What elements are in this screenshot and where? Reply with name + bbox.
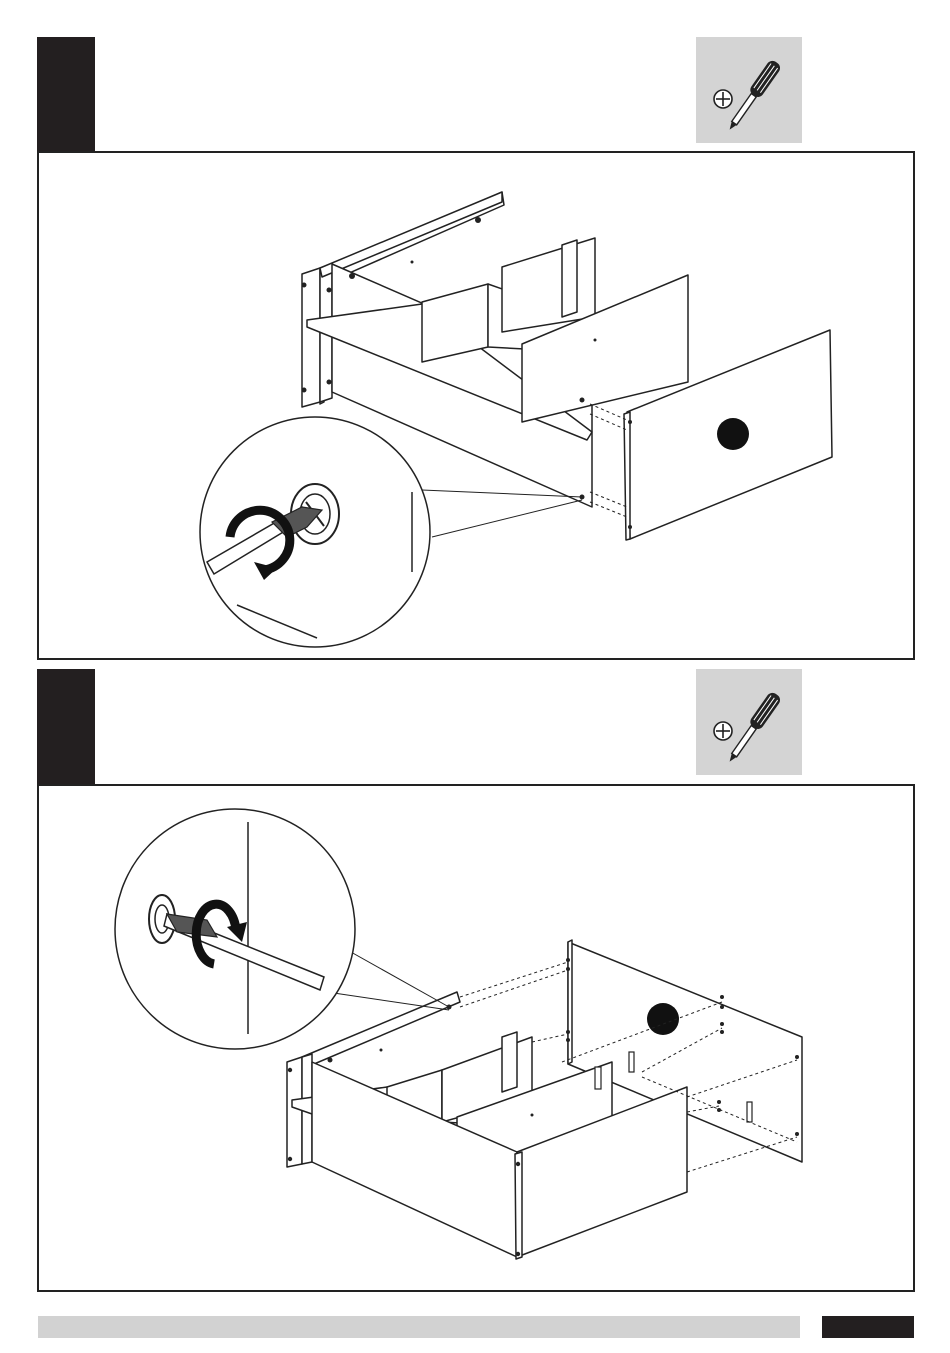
page-number-box — [822, 1316, 914, 1338]
step-1-tool-box — [696, 37, 802, 143]
step-1-illustration — [39, 153, 913, 658]
step-2-illustration — [39, 786, 913, 1290]
step-2-tool-box — [696, 669, 802, 775]
phillips-screwdriver-icon — [696, 669, 802, 775]
phillips-screwdriver-icon — [696, 37, 802, 143]
step-2-panel — [37, 784, 915, 1292]
step-1-panel — [37, 151, 915, 660]
footer-bar — [38, 1316, 800, 1338]
